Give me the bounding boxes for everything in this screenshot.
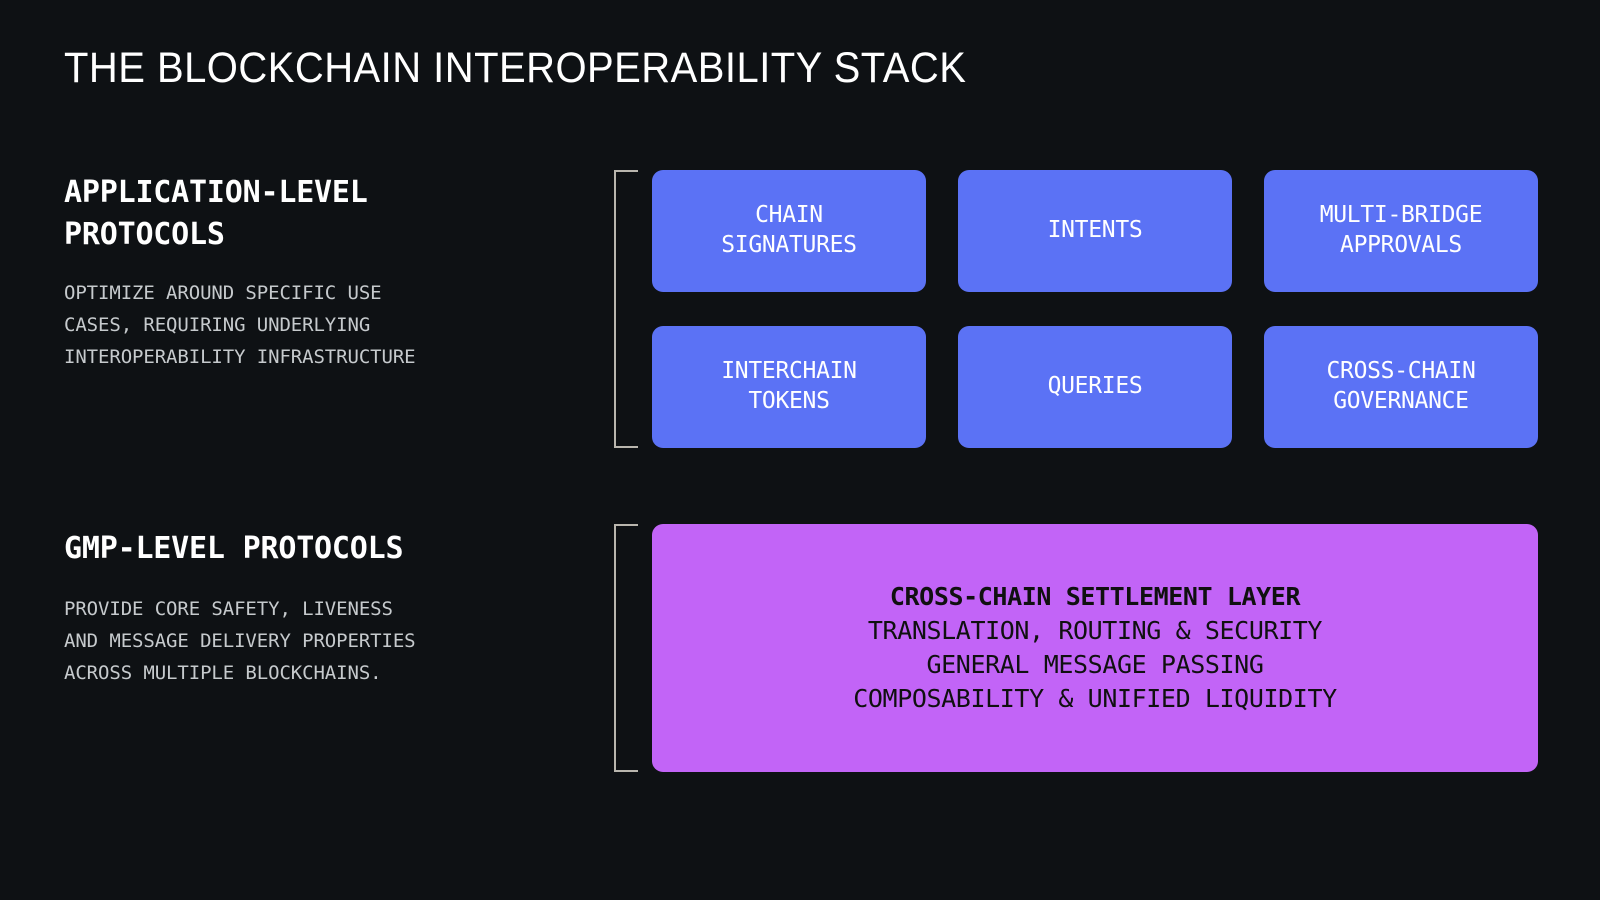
section-application-level: APPLICATION-LEVEL PROTOCOLS OPTIMIZE ARO… bbox=[64, 172, 584, 374]
protocol-card-queries[interactable]: QUERIES bbox=[958, 326, 1232, 448]
settlement-panel-line-3: COMPOSABILITY & UNIFIED LIQUIDITY bbox=[853, 684, 1337, 713]
protocol-card-chain-signatures[interactable]: CHAIN SIGNATURES bbox=[652, 170, 926, 292]
settlement-panel-line-1: TRANSLATION, ROUTING & SECURITY bbox=[867, 616, 1323, 645]
cross-chain-settlement-layer-panel[interactable]: CROSS-CHAIN SETTLEMENT LAYER TRANSLATION… bbox=[652, 524, 1538, 772]
section-heading-gmp-level: GMP-LEVEL PROTOCOLS bbox=[64, 531, 404, 566]
protocol-card-label: INTENTS bbox=[1047, 217, 1143, 244]
section-heading-application-level: APPLICATION-LEVEL PROTOCOLS bbox=[64, 175, 368, 252]
settlement-panel-line-2: GENERAL MESSAGE PASSING bbox=[926, 650, 1264, 679]
page-title: THE BLOCKCHAIN INTEROPERABILITY STACK bbox=[64, 44, 967, 92]
protocol-card-interchain-tokens[interactable]: INTERCHAIN TOKENS bbox=[652, 326, 926, 448]
protocol-card-label: INTERCHAIN TOKENS bbox=[721, 358, 857, 414]
section-description-gmp-level: PROVIDE CORE SAFETY, LIVENESS AND MESSAG… bbox=[64, 598, 416, 684]
protocol-card-label: CHAIN SIGNATURES bbox=[721, 202, 857, 258]
section-description-application-level: OPTIMIZE AROUND SPECIFIC USE CASES, REQU… bbox=[64, 282, 416, 368]
application-protocol-card-grid: CHAIN SIGNATURES INTENTS MULTI-BRIDGE AP… bbox=[652, 170, 1538, 448]
settlement-panel-title: CROSS-CHAIN SETTLEMENT LAYER bbox=[889, 582, 1301, 611]
protocol-card-cross-chain-governance[interactable]: CROSS-CHAIN GOVERNANCE bbox=[1264, 326, 1538, 448]
protocol-card-label: QUERIES bbox=[1047, 373, 1143, 400]
protocol-card-label: MULTI-BRIDGE APPROVALS bbox=[1319, 202, 1483, 258]
section-gmp-level: GMP-LEVEL PROTOCOLS PROVIDE CORE SAFETY,… bbox=[64, 528, 584, 690]
left-square-bracket-icon-gmp bbox=[614, 524, 638, 772]
protocol-card-label: CROSS-CHAIN GOVERNANCE bbox=[1326, 358, 1476, 414]
protocol-card-intents[interactable]: INTENTS bbox=[958, 170, 1232, 292]
protocol-card-multi-bridge-approvals[interactable]: MULTI-BRIDGE APPROVALS bbox=[1264, 170, 1538, 292]
left-square-bracket-icon-application bbox=[614, 170, 638, 448]
